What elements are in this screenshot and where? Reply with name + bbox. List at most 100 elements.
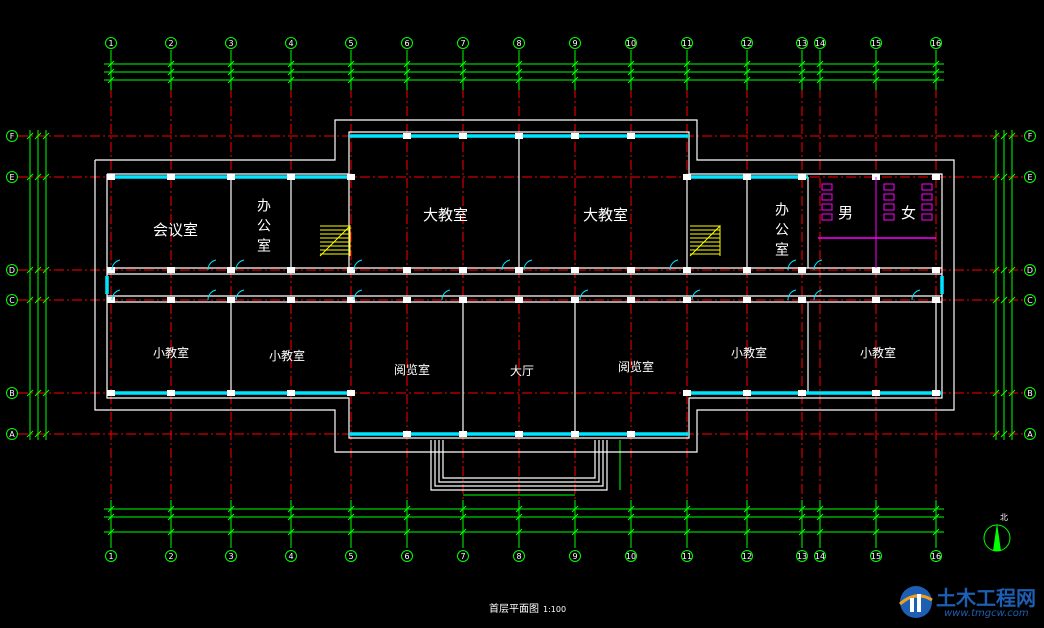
dim-tick bbox=[42, 430, 50, 438]
dim-tick bbox=[42, 296, 50, 304]
column bbox=[227, 390, 235, 396]
column bbox=[287, 297, 295, 303]
dim-tick bbox=[26, 132, 34, 140]
axis-bubble-bottom-10-circle bbox=[625, 550, 637, 562]
axis-bubble-bottom-14: 14 bbox=[815, 552, 825, 561]
axis-bubble-bottom-15-circle bbox=[870, 550, 882, 562]
axis-bubble-left-B: B bbox=[9, 389, 15, 398]
dim-tick bbox=[992, 389, 1000, 397]
column bbox=[515, 297, 523, 303]
dim-tick bbox=[42, 132, 50, 140]
drawing-title-text: 首层平面图 bbox=[489, 604, 539, 615]
axis-bubble-top-11-circle bbox=[681, 37, 693, 49]
door-swing bbox=[813, 259, 823, 271]
axis-bubble-left-B-circle bbox=[6, 387, 18, 399]
axis-bubble-bottom-1-circle bbox=[105, 550, 117, 562]
column bbox=[167, 297, 175, 303]
room-label-classroom-small-4: 小教室 bbox=[860, 346, 897, 360]
door-swing bbox=[235, 289, 245, 301]
dim-tick bbox=[34, 132, 42, 140]
column bbox=[459, 431, 467, 437]
column bbox=[107, 390, 115, 396]
column bbox=[167, 390, 175, 396]
axis-bubble-top-2-circle bbox=[165, 37, 177, 49]
axis-bubble-top-12: 12 bbox=[742, 39, 752, 48]
room-label-office-left: 办公室 bbox=[255, 198, 271, 258]
axis-bubble-bottom-12-circle bbox=[741, 550, 753, 562]
door-swing bbox=[523, 259, 533, 271]
axis-bubble-right-E-circle bbox=[1024, 171, 1036, 183]
dim-tick bbox=[26, 173, 34, 181]
door-swing bbox=[813, 289, 823, 301]
column bbox=[798, 267, 806, 273]
dim-tick bbox=[34, 430, 42, 438]
plan-details bbox=[111, 177, 936, 301]
axis-bubble-top-7: 7 bbox=[460, 39, 465, 48]
door-swing bbox=[353, 289, 363, 301]
north-label: 北 bbox=[1000, 513, 1008, 522]
stair-right-edge bbox=[689, 224, 721, 257]
column bbox=[459, 267, 467, 273]
column bbox=[798, 174, 806, 180]
column bbox=[403, 431, 411, 437]
column bbox=[743, 267, 751, 273]
column bbox=[627, 297, 635, 303]
column bbox=[459, 297, 467, 303]
axis-bubble-top-3-circle bbox=[225, 37, 237, 49]
toilet-stall-fixture bbox=[883, 193, 895, 201]
column bbox=[932, 267, 940, 273]
windows bbox=[105, 134, 944, 436]
axis-bubble-top-8-circle bbox=[513, 37, 525, 49]
axis-bubble-bottom-9-circle bbox=[569, 550, 581, 562]
column bbox=[107, 297, 115, 303]
column bbox=[683, 297, 691, 303]
dim-tick bbox=[1000, 266, 1008, 274]
door-swing bbox=[787, 259, 797, 271]
axis-bubble-bottom-1: 1 bbox=[108, 552, 113, 561]
entrance-step bbox=[442, 440, 596, 479]
door-swing bbox=[111, 259, 121, 271]
axis-bubble-right-C-circle bbox=[1024, 294, 1036, 306]
axis-bubble-bottom-8-circle bbox=[513, 550, 525, 562]
axis-bubble-bottom-12: 12 bbox=[742, 552, 752, 561]
axis-bubble-top-4: 4 bbox=[288, 39, 293, 48]
dim-tick bbox=[26, 430, 34, 438]
axis-bubble-bottom-4-circle bbox=[285, 550, 297, 562]
column bbox=[683, 390, 691, 396]
dim-tick bbox=[34, 296, 42, 304]
axis-bubble-left-E: E bbox=[9, 173, 14, 182]
axis-bubble-left-F-circle bbox=[6, 130, 18, 142]
axis-bubble-bottom-5: 5 bbox=[348, 552, 353, 561]
dim-tick bbox=[1008, 430, 1016, 438]
axis-bubbles: 1122334455667788991010111112121313141415… bbox=[6, 37, 1036, 562]
door-swing bbox=[691, 289, 701, 301]
axis-bubble-left-C-circle bbox=[6, 294, 18, 306]
door-swing bbox=[579, 289, 589, 301]
dim-tick bbox=[34, 266, 42, 274]
dim-tick bbox=[1008, 266, 1016, 274]
axis-bubble-bottom-11: 11 bbox=[682, 552, 692, 561]
dim-tick bbox=[1000, 389, 1008, 397]
room-label-toilet-men: 男 bbox=[838, 204, 854, 222]
column bbox=[627, 267, 635, 273]
room-label-reading-2: 阅览室 bbox=[618, 360, 655, 374]
axis-bubble-left-A-circle bbox=[6, 428, 18, 440]
axis-bubble-bottom-13: 13 bbox=[797, 552, 807, 561]
urinal-fixture bbox=[821, 193, 833, 201]
axis-bubble-right-A-circle bbox=[1024, 428, 1036, 440]
axis-bubble-bottom-2: 2 bbox=[168, 552, 173, 561]
door-swing bbox=[787, 289, 797, 301]
axis-bubble-left-D: D bbox=[9, 266, 15, 275]
dim-tick bbox=[34, 173, 42, 181]
axis-bubble-left-C: C bbox=[9, 296, 15, 305]
axis-bubble-top-15: 15 bbox=[871, 39, 881, 48]
dim-tick bbox=[1000, 296, 1008, 304]
dimension-lines bbox=[26, 50, 1016, 548]
room-label-classroom-big-1: 大教室 bbox=[423, 206, 469, 224]
axis-bubble-bottom-15: 15 bbox=[871, 552, 881, 561]
column bbox=[872, 267, 880, 273]
axis-bubble-top-11: 11 bbox=[682, 39, 692, 48]
door-swing bbox=[669, 259, 679, 271]
urinal-fixture bbox=[821, 203, 833, 211]
